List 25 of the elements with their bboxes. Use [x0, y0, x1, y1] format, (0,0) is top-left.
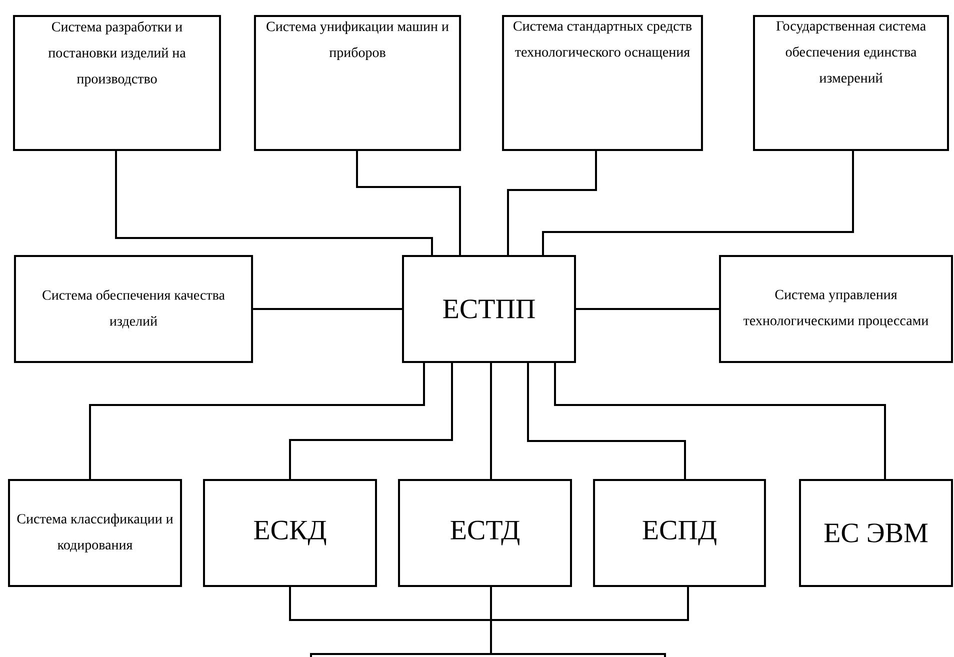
system-box: ЕС ЭВМ — [799, 479, 953, 587]
connector-line — [527, 363, 686, 479]
system-box: Система обеспечения качества изделий — [14, 255, 254, 363]
system-box: Система классификации и кодирования — [8, 479, 182, 587]
connector-line — [507, 151, 597, 255]
system-box: ЕСТПП — [402, 255, 576, 363]
system-box: Система разработки и постановки изделий на производство — [13, 15, 221, 151]
connector-line — [253, 308, 402, 310]
system-box: ЕСТД — [398, 479, 572, 587]
connector-line — [576, 308, 719, 310]
connector-line — [356, 151, 461, 255]
connector-line — [289, 363, 453, 479]
system-box: ЕСКД — [203, 479, 377, 587]
connector-line — [115, 151, 433, 255]
system-box: Государственная система обеспечения единства измерений — [753, 15, 949, 151]
system-box: Система стандартных средств технологического оснащения — [502, 15, 703, 151]
connector-line — [490, 587, 689, 653]
connector-line — [490, 363, 492, 479]
system-box: Система унификации машин и приборов — [254, 15, 462, 151]
system-box: ЕСПД — [593, 479, 766, 587]
connector-line — [554, 363, 886, 479]
connector-line — [542, 151, 854, 255]
system-box: Система управления технологическими процессами — [719, 255, 953, 363]
connector-line — [89, 363, 425, 479]
empty-box — [310, 653, 666, 657]
